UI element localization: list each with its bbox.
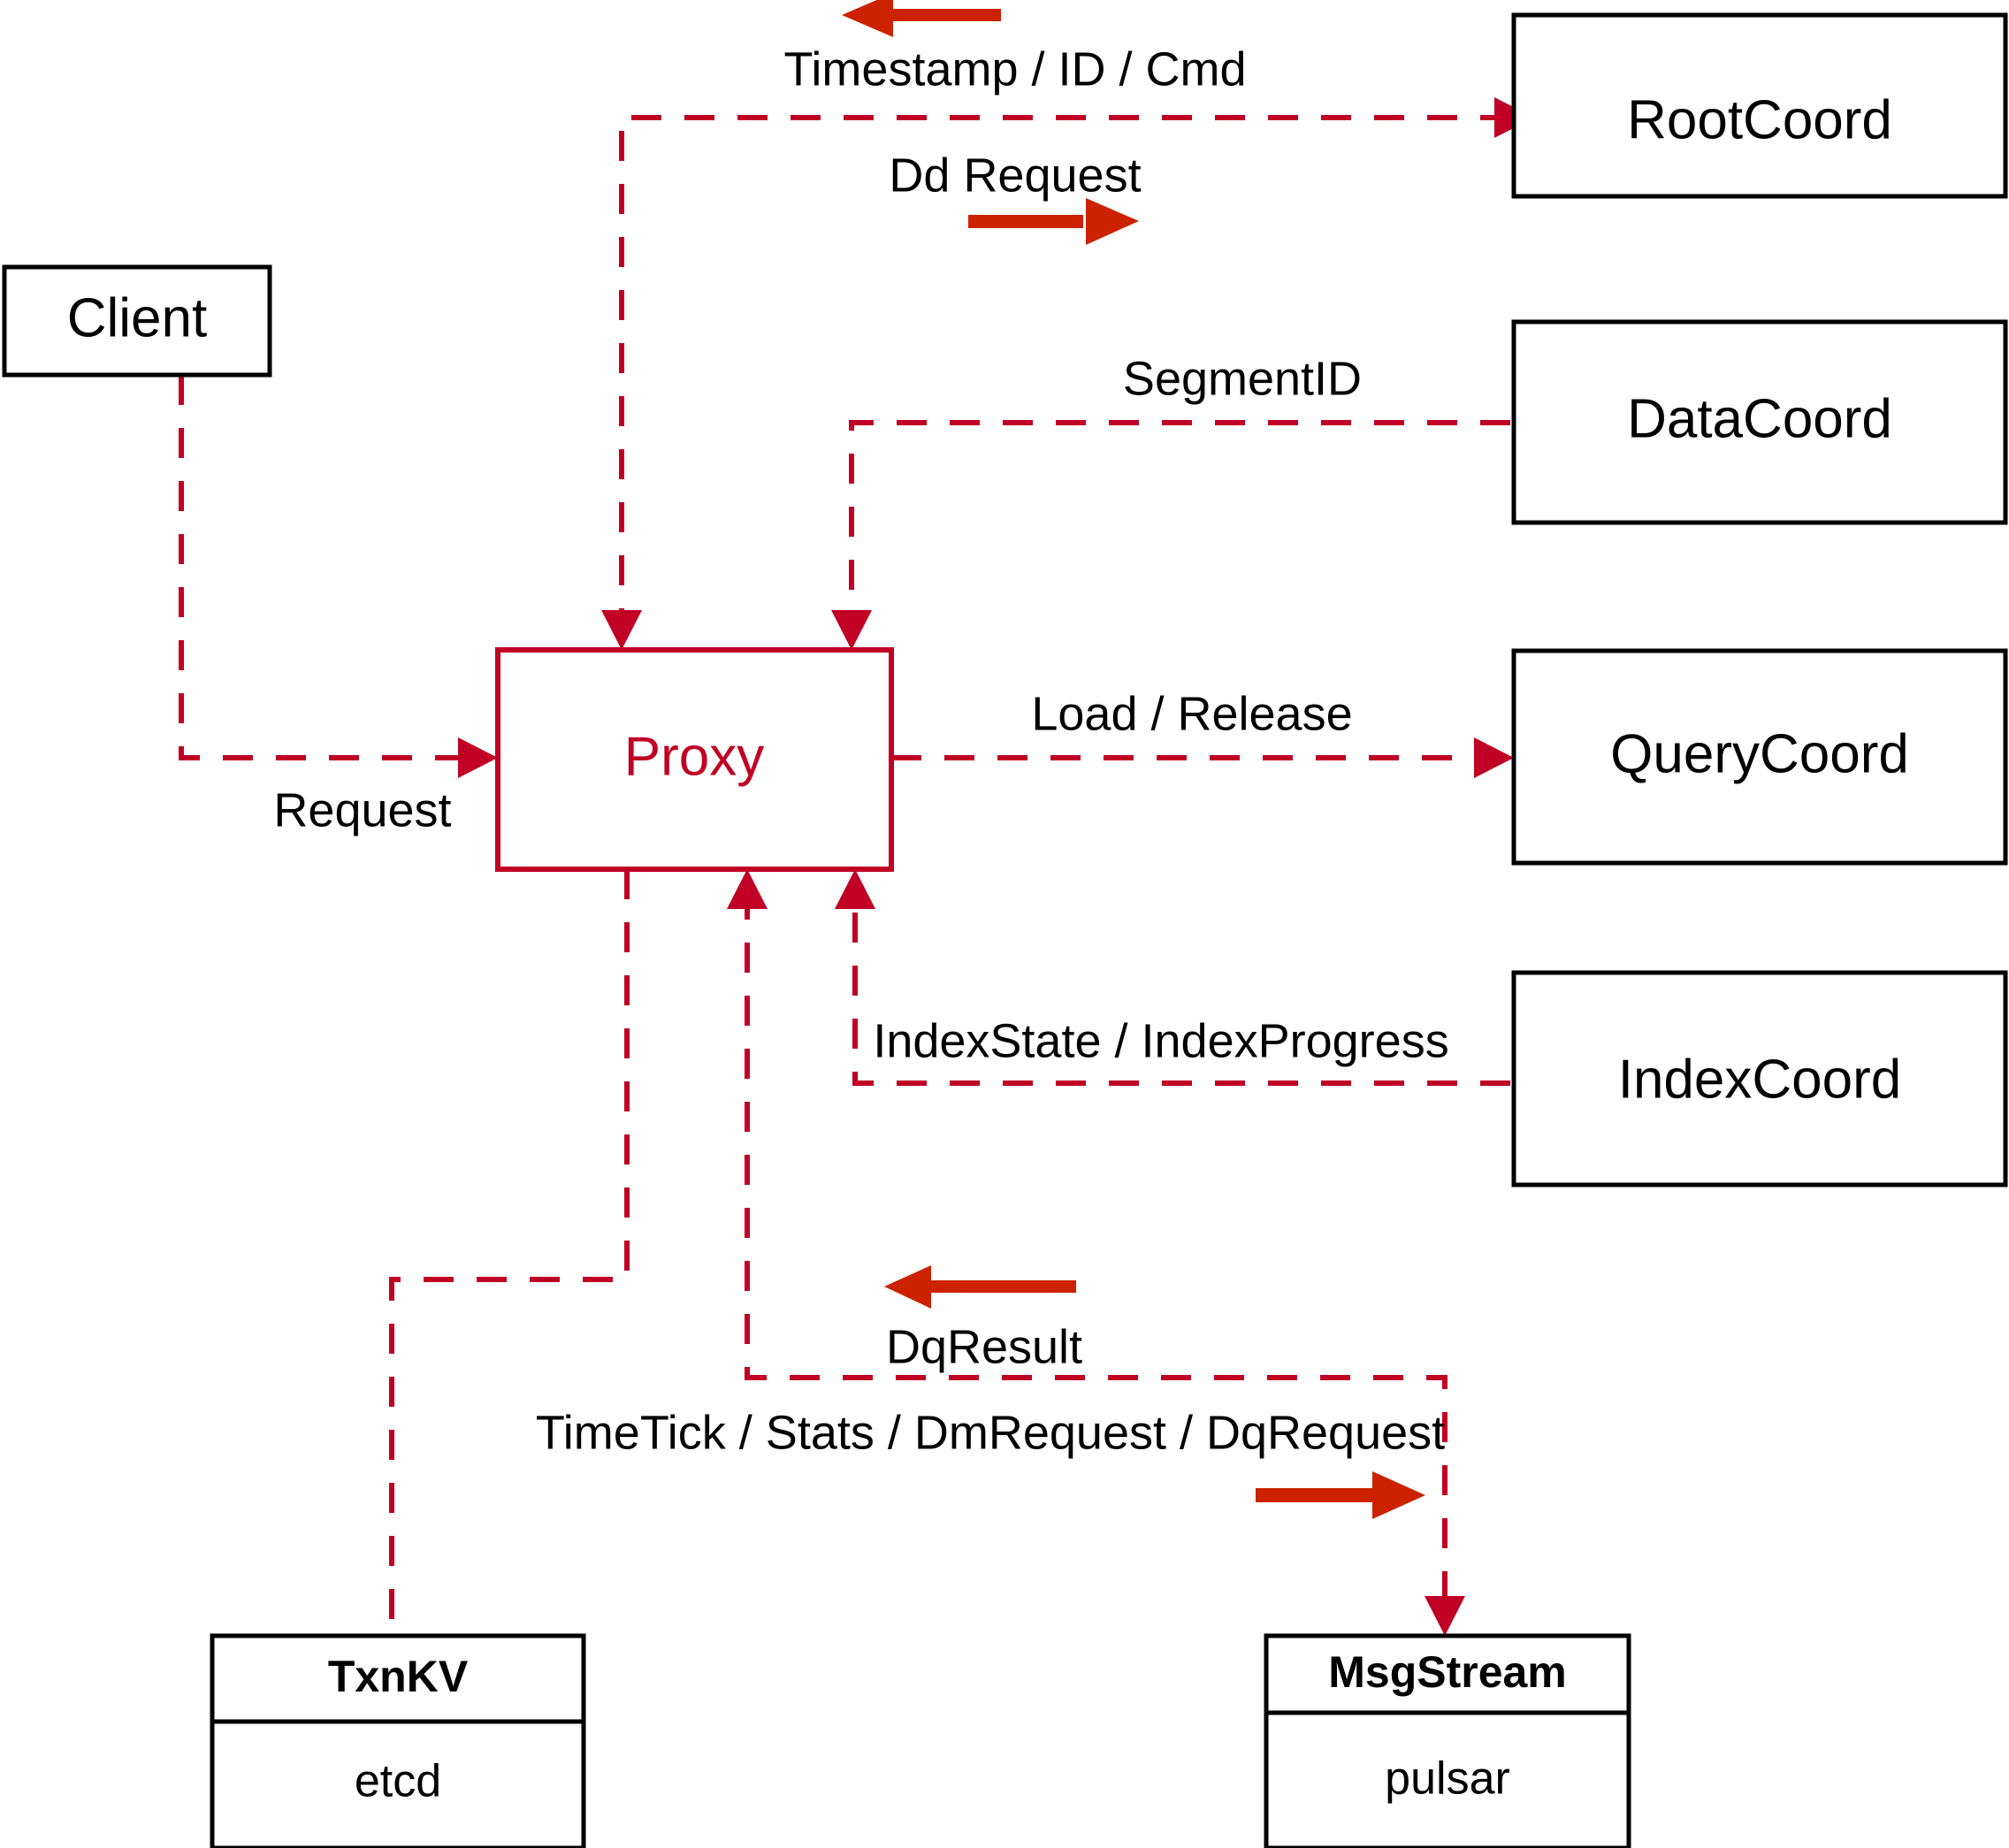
right-arrow-icon-timetick: [1256, 1471, 1425, 1519]
edge-client-to-proxy: [179, 375, 498, 778]
edge-label-segment-id: SegmentID: [1123, 352, 1362, 405]
edge-label-load-release: Load / Release: [1031, 687, 1352, 740]
node-client[interactable]: Client: [2, 264, 272, 378]
edge-label-dq-result: DqResult: [886, 1320, 1082, 1373]
node-txnkv[interactable]: TxnKV etcd: [210, 1633, 586, 1848]
edge-label-request: Request: [273, 783, 451, 836]
node-querycoord-label: QueryCoord: [1610, 723, 1909, 784]
left-arrow-icon-dq-result: [884, 1265, 1076, 1309]
node-txnkv-label: TxnKV: [328, 1652, 469, 1701]
node-datacoord-label: DataCoord: [1627, 388, 1892, 449]
node-proxy-label: Proxy: [624, 726, 764, 787]
node-msgstream-label: MsgStream: [1328, 1647, 1567, 1697]
edge-label-dd-request: Dd Request: [889, 149, 1141, 202]
right-arrow-icon-dd-request: [968, 198, 1139, 245]
node-rootcoord-label: RootCoord: [1627, 89, 1892, 150]
edge-proxy-querycoord: [891, 737, 1514, 778]
edge-proxy-msgstream: [727, 869, 1465, 1636]
node-txnkv-impl-label: etcd: [355, 1756, 441, 1807]
node-msgstream-impl-label: pulsar: [1385, 1753, 1510, 1805]
node-client-label: Client: [67, 287, 208, 348]
edge-indexcoord-proxy: [835, 869, 1510, 1086]
node-querycoord[interactable]: QueryCoord: [1511, 648, 2008, 866]
node-datacoord[interactable]: DataCoord: [1511, 319, 2008, 525]
node-proxy[interactable]: Proxy: [495, 647, 894, 872]
edge-proxy-txnkv: [389, 869, 630, 1636]
node-indexcoord-label: IndexCoord: [1618, 1049, 1902, 1110]
edge-label-timestamp-id-cmd: Timestamp / ID / Cmd: [783, 42, 1246, 95]
node-rootcoord[interactable]: RootCoord: [1511, 12, 2008, 199]
left-arrow-icon-timestamp: [842, 0, 1001, 37]
edge-label-timetick-stats: TimeTick / Stats / DmRequest / DqRequest: [536, 1406, 1445, 1459]
edge-label-index-state-progress: IndexState / IndexProgress: [873, 1014, 1448, 1067]
node-indexcoord[interactable]: IndexCoord: [1511, 970, 2008, 1187]
node-msgstream[interactable]: MsgStream pulsar: [1264, 1633, 1631, 1848]
edge-datacoord-proxy: [831, 420, 1510, 650]
